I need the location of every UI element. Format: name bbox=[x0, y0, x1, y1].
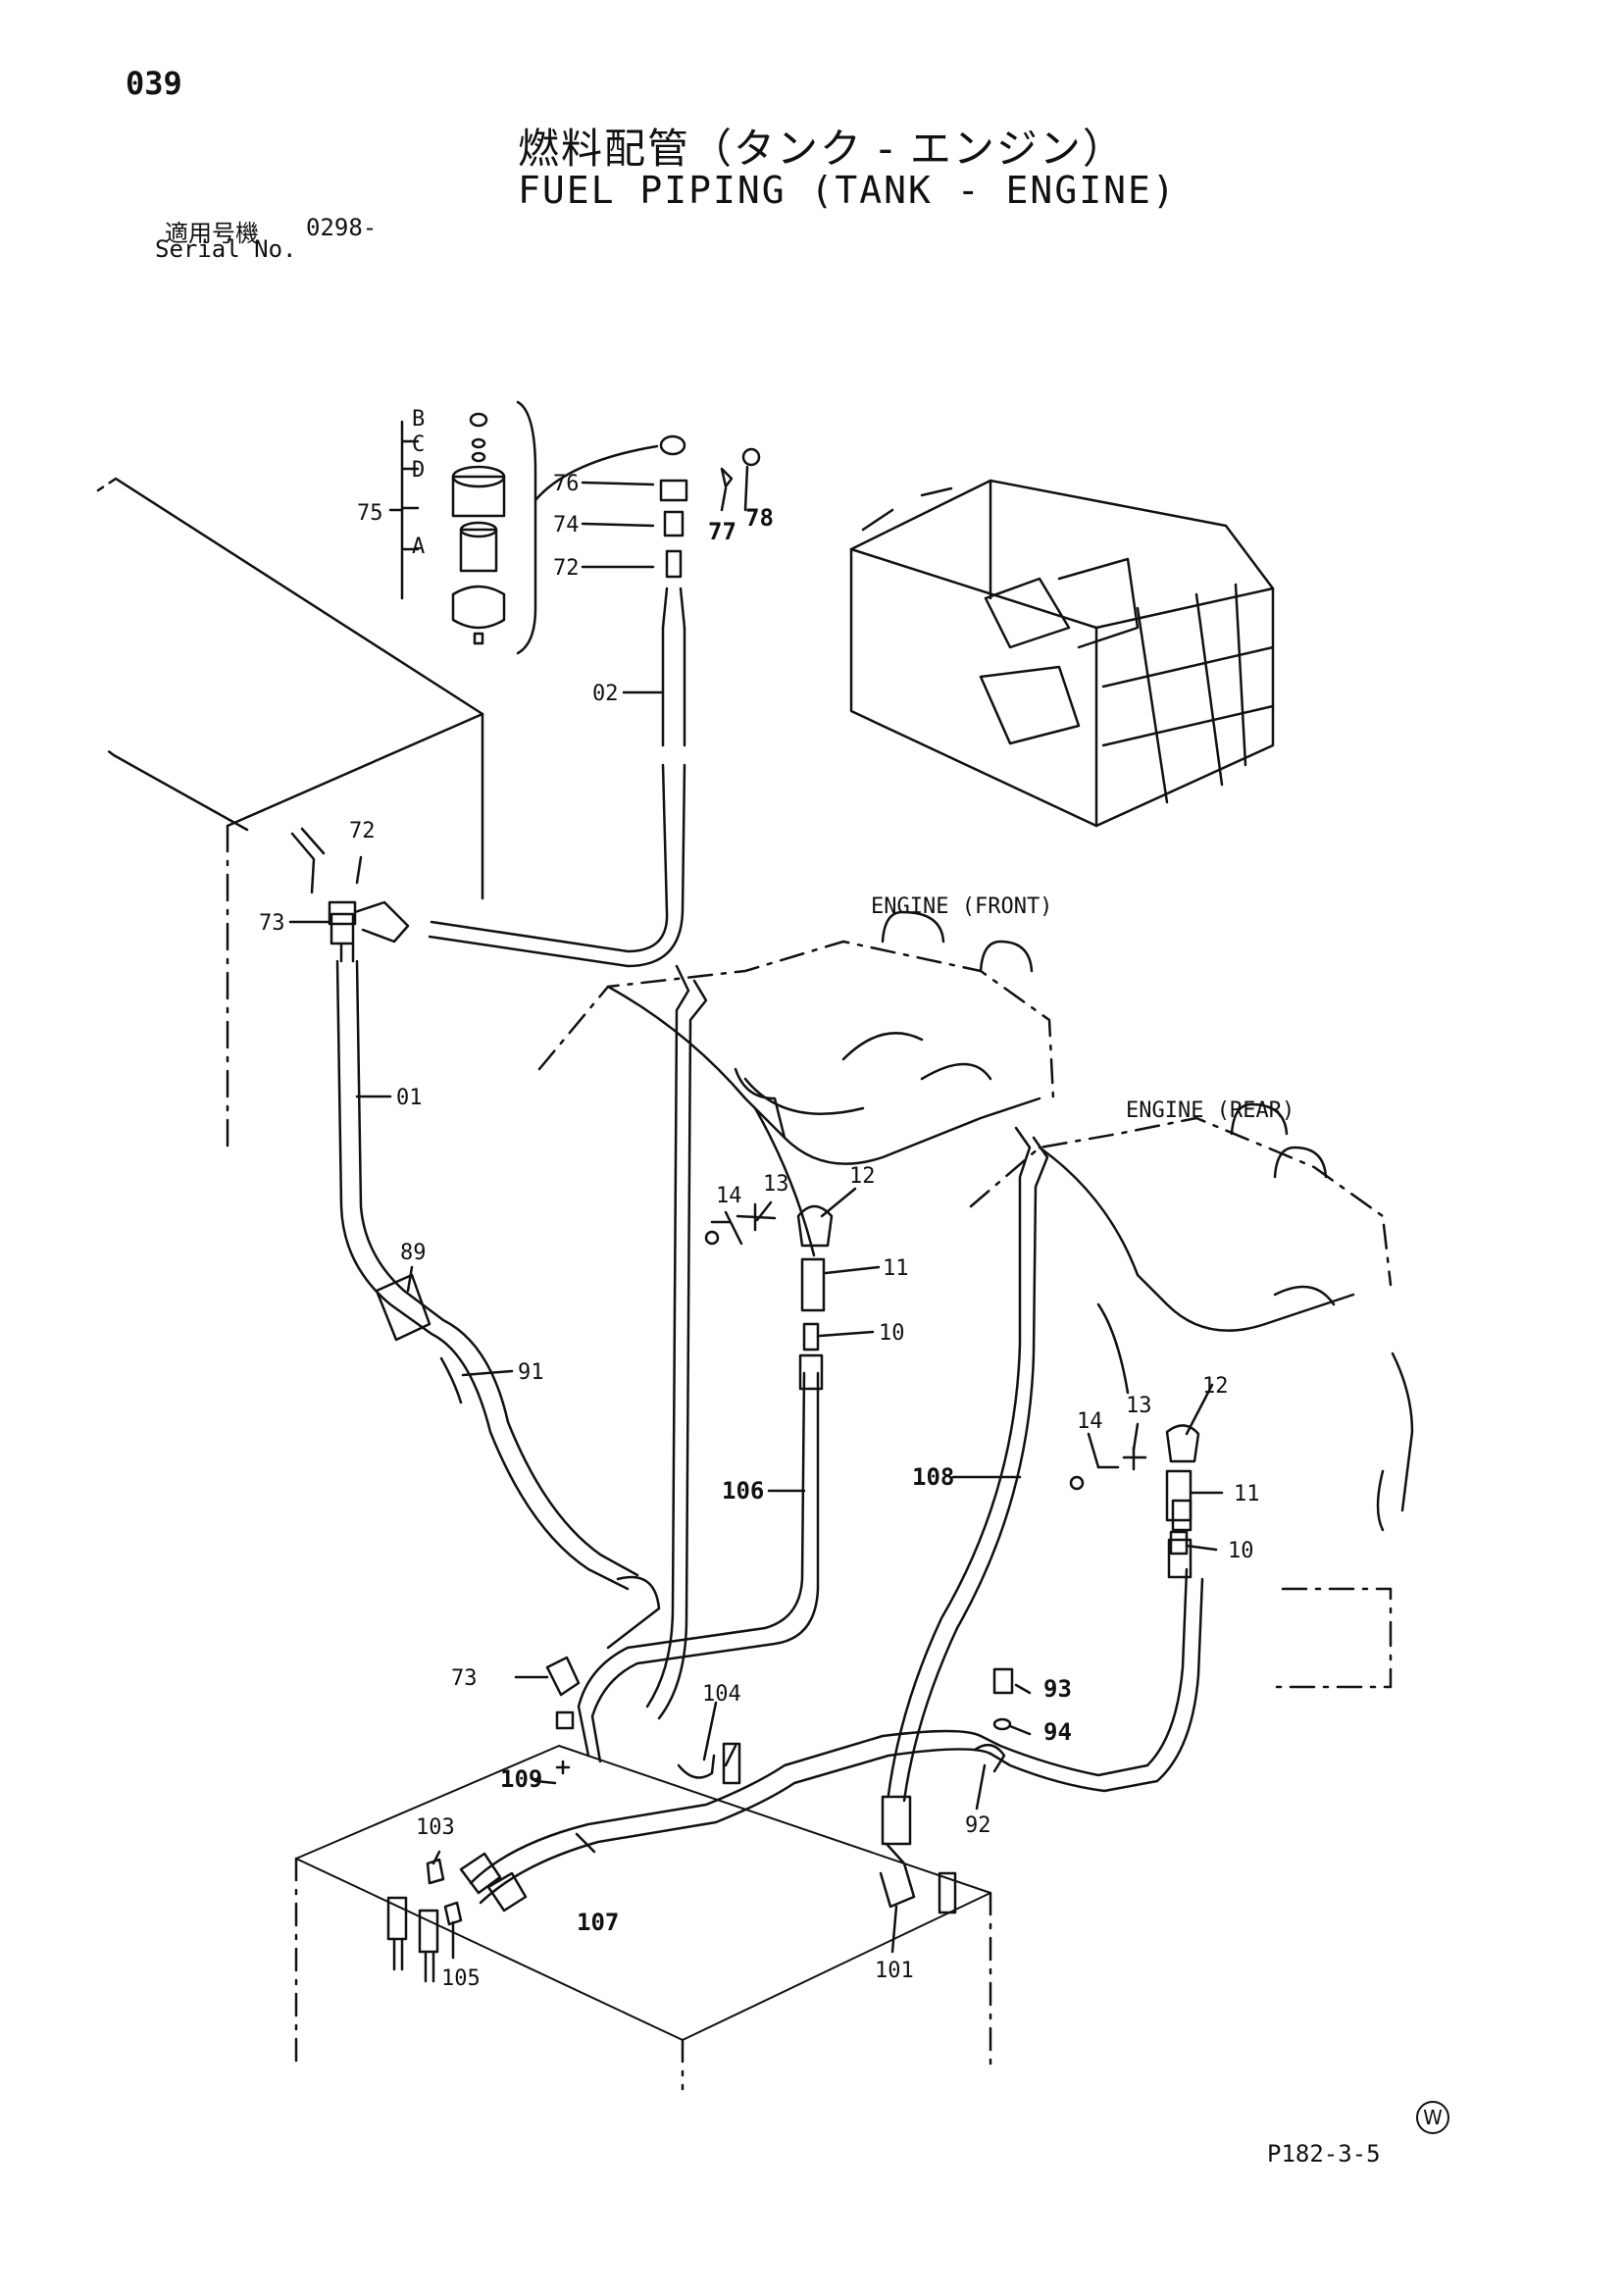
page-title-english: FUEL PIPING (TANK - ENGINE) bbox=[518, 169, 1177, 212]
callout-103: 103 bbox=[416, 1815, 455, 1840]
callout-89: 89 bbox=[400, 1241, 427, 1265]
callout-11-rear: 11 bbox=[1234, 1482, 1260, 1506]
fuel-filter-assembly bbox=[400, 400, 761, 655]
callout-93: 93 bbox=[1043, 1675, 1072, 1703]
page-title-japanese: 燃料配管（タンク - エンジン） bbox=[518, 125, 1126, 173]
callout-76: 76 bbox=[553, 472, 580, 496]
callout-101: 101 bbox=[875, 1959, 914, 1983]
fuel-tank-outline bbox=[96, 477, 484, 1149]
machine-overview-sketch bbox=[849, 479, 1275, 828]
callout-72-top: 72 bbox=[553, 556, 580, 581]
serial-label-english: Serial No. bbox=[155, 235, 297, 263]
callout-106: 106 bbox=[722, 1477, 764, 1505]
engine-front-label: ENGINE (FRONT) bbox=[871, 894, 1053, 919]
callout-72: 72 bbox=[349, 819, 376, 843]
level-sender-units bbox=[386, 1742, 957, 1983]
callout-12-rear: 12 bbox=[1202, 1374, 1229, 1399]
hose-107-109 bbox=[426, 1499, 1204, 1926]
callout-02: 02 bbox=[592, 682, 619, 706]
misc-clamps-and-bolts bbox=[545, 1656, 1014, 1779]
hose-02 bbox=[428, 587, 686, 968]
callout-D: D bbox=[412, 458, 425, 483]
callout-78: 78 bbox=[745, 504, 774, 532]
callout-A: A bbox=[412, 535, 425, 559]
callout-73-bottom: 73 bbox=[451, 1666, 478, 1691]
engine-rear-outline bbox=[969, 1102, 1414, 1689]
callout-13-front: 13 bbox=[763, 1172, 789, 1197]
callout-10-rear: 10 bbox=[1228, 1539, 1254, 1563]
serial-label-japanese: 適用号機 bbox=[165, 220, 259, 247]
callout-77: 77 bbox=[708, 518, 736, 545]
callout-74: 74 bbox=[553, 513, 580, 537]
hose-106 bbox=[577, 964, 834, 1763]
tank-top-fittings bbox=[290, 827, 410, 963]
callout-10-front: 10 bbox=[879, 1321, 905, 1346]
w-mark-symbol: W bbox=[1416, 2101, 1449, 2134]
hose-01 bbox=[335, 959, 661, 1650]
callout-109: 109 bbox=[500, 1765, 542, 1793]
callout-01: 01 bbox=[396, 1086, 423, 1110]
page-number: 039 bbox=[126, 65, 182, 102]
callout-B: B bbox=[412, 407, 425, 432]
drawing-code: P182-3-5 bbox=[1267, 2140, 1381, 2168]
callout-107: 107 bbox=[577, 1909, 619, 1936]
callout-108: 108 bbox=[912, 1463, 954, 1491]
tank-lower-block bbox=[294, 1745, 992, 2091]
callout-14-rear: 14 bbox=[1077, 1409, 1103, 1434]
engine-front-outline bbox=[537, 910, 1055, 1257]
callout-11-front: 11 bbox=[883, 1256, 909, 1281]
callout-13-rear: 13 bbox=[1126, 1394, 1152, 1418]
callout-94: 94 bbox=[1043, 1718, 1072, 1746]
rear-filter-parts bbox=[704, 1230, 1200, 1556]
callout-91: 91 bbox=[518, 1360, 544, 1385]
hose-108 bbox=[879, 1126, 1049, 1909]
callout-92: 92 bbox=[965, 1813, 991, 1838]
callout-leader-lines bbox=[288, 465, 1224, 1960]
serial-value: 0298- bbox=[306, 214, 378, 241]
callout-12-front: 12 bbox=[849, 1164, 876, 1189]
callout-104: 104 bbox=[702, 1682, 741, 1707]
callout-75: 75 bbox=[357, 501, 383, 526]
engine-rear-label: ENGINE (REAR) bbox=[1126, 1098, 1295, 1123]
callout-105: 105 bbox=[441, 1966, 481, 1991]
callout-73-top: 73 bbox=[259, 911, 285, 936]
callout-14-front: 14 bbox=[716, 1184, 742, 1208]
callout-C: C bbox=[412, 433, 425, 457]
